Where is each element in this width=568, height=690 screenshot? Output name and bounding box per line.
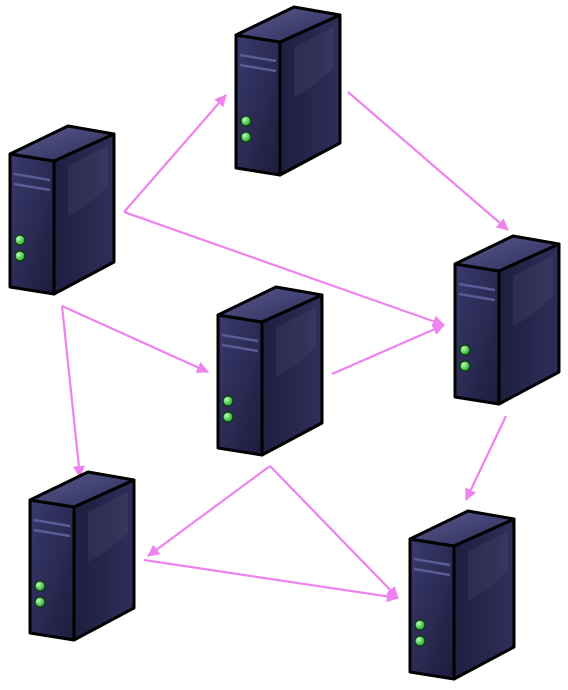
led-icon bbox=[240, 115, 252, 127]
led-icon bbox=[459, 360, 471, 372]
arrow-top-center-to-middle-right bbox=[347, 91, 509, 231]
led-icon bbox=[459, 344, 471, 356]
arrow-top-left-to-middle-right bbox=[123, 210, 445, 327]
server-icon-bottom-right bbox=[408, 509, 516, 681]
led-icon bbox=[14, 250, 26, 262]
led-icon bbox=[14, 234, 26, 246]
arrow-middle-center-to-bottom-right bbox=[269, 465, 399, 599]
arrow-top-left-to-top-center bbox=[123, 94, 227, 213]
arrow-top-left-to-middle-center bbox=[61, 304, 209, 374]
nodes-layer bbox=[8, 5, 561, 681]
led-icon bbox=[414, 619, 426, 631]
led-icon bbox=[222, 395, 234, 407]
arrow-middle-right-to-bottom-right bbox=[465, 415, 507, 501]
led-icon bbox=[222, 411, 234, 423]
arrow-middle-center-to-bottom-left bbox=[147, 465, 271, 557]
arrow-bottom-left-to-bottom-right bbox=[143, 558, 399, 603]
arrow-top-left-to-bottom-left bbox=[60, 305, 85, 478]
server-icon-top-left bbox=[8, 124, 116, 296]
server-icon-top-center bbox=[234, 5, 342, 177]
server-icon-middle-right bbox=[453, 234, 561, 406]
arrow-middle-center-to-middle-right bbox=[331, 323, 445, 376]
led-icon bbox=[414, 635, 426, 647]
led-icon bbox=[240, 131, 252, 143]
edges-layer bbox=[60, 91, 509, 603]
server-icon-bottom-left bbox=[28, 470, 136, 642]
led-icon bbox=[34, 596, 46, 608]
led-icon bbox=[34, 580, 46, 592]
server-icon-middle-center bbox=[216, 285, 324, 457]
